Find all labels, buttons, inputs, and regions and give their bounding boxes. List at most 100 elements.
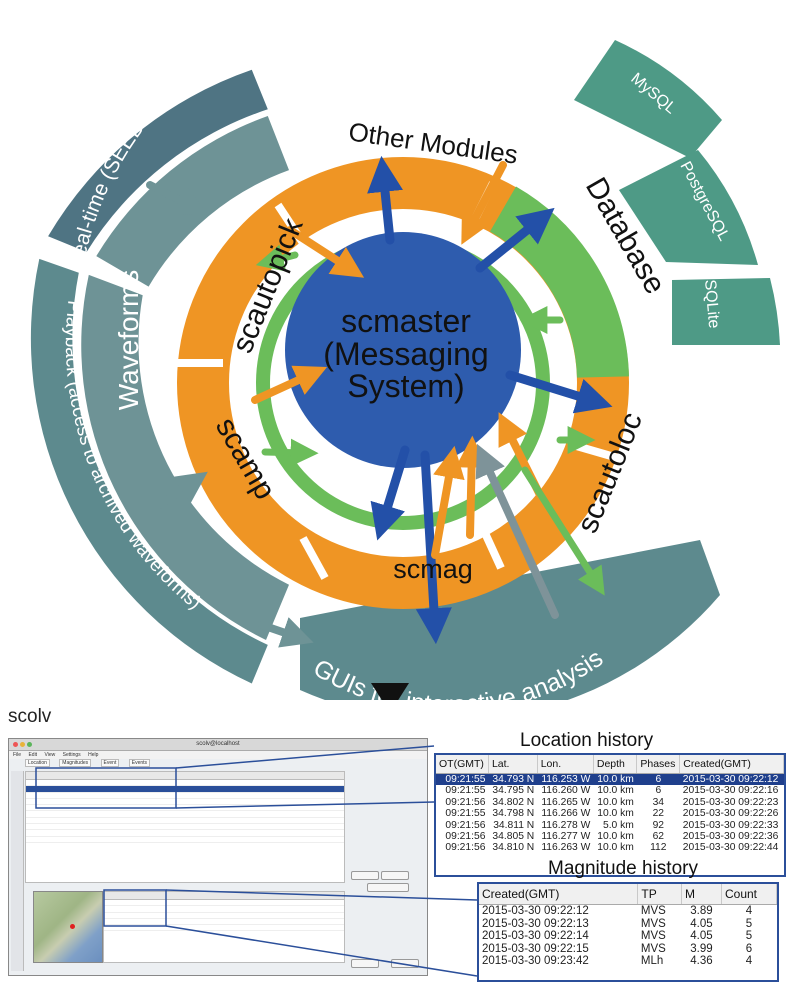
cell-lat: 34.811 N (493, 819, 535, 831)
event-map[interactable] (33, 891, 103, 963)
col-phases[interactable]: Phases (636, 755, 681, 774)
cell-lon: 116.266 W (541, 808, 591, 820)
cell-depth: 10.0 km (597, 785, 634, 797)
cell-phases: 112 (650, 842, 667, 854)
pointer-triangle (371, 683, 409, 700)
menu-view[interactable]: View (44, 752, 56, 758)
origin-info-panel (347, 771, 425, 971)
mini-row[interactable] (104, 925, 344, 932)
blue-arrows (367, 155, 613, 645)
menu-help[interactable]: Help (88, 752, 99, 758)
arrival-table-mini (25, 771, 345, 883)
panel-button[interactable] (381, 871, 409, 880)
location-history-header: OT(GMT) Lat. Lon. Depth Phases Created(G… (436, 755, 784, 774)
table-row[interactable]: 2015-03-30 09:22:14 MVS 4.05 5 (479, 930, 777, 943)
tab-event[interactable]: Event (100, 759, 120, 767)
mini-row[interactable] (104, 919, 344, 926)
table-row[interactable]: 2015-03-30 09:22:13 MVS 4.05 5 (479, 918, 777, 931)
callout-line (165, 889, 478, 901)
cell-ot: 09:21:56 (445, 842, 486, 854)
menu-bar: File Edit View Settings Help (9, 751, 427, 759)
menu-settings[interactable]: Settings (62, 752, 81, 758)
tab-magnitudes[interactable]: Magnitudes (59, 759, 92, 767)
panel-button[interactable] (367, 883, 409, 892)
cell-depth: 5.0 km (602, 819, 634, 831)
table-row[interactable]: 09:21:55 34.798 N 116.266 W 10.0 km 22 2… (436, 808, 784, 819)
mini-row[interactable] (104, 900, 344, 907)
window-titlebar: scolv@localhost (9, 739, 427, 751)
mini-table-header (26, 772, 344, 780)
table-row[interactable]: 09:21:55 34.795 N 116.260 W 10.0 km 6 20… (436, 785, 784, 796)
tab-events[interactable]: Events (128, 759, 151, 767)
col-magnitude[interactable]: M (681, 884, 722, 905)
teal-arrows (146, 181, 314, 648)
panel-button[interactable] (351, 959, 379, 968)
table-row[interactable]: 09:21:56 34.811 N 116.278 W 5.0 km 92 20… (436, 820, 784, 831)
minimize-icon[interactable] (20, 742, 25, 747)
magnitude-history-title: Magnitude history (548, 858, 698, 879)
col-lat[interactable]: Lat. (488, 755, 538, 774)
mini-row[interactable] (26, 837, 344, 843)
mini-row[interactable] (104, 906, 344, 913)
green-arrows (255, 244, 605, 596)
cell-type: MVS (640, 905, 666, 917)
mini-row[interactable] (26, 824, 344, 831)
mini-row[interactable] (26, 780, 344, 787)
cell-lon: 116.265 W (541, 796, 591, 808)
tab-location[interactable]: Location (25, 759, 50, 767)
cell-ot: 09:21:56 (445, 819, 486, 831)
cell-type: MVS (640, 930, 666, 942)
cell-lon: 116.253 W (537, 773, 594, 786)
cell-phases: 6 (655, 785, 662, 797)
col-depth[interactable]: Depth (593, 755, 638, 774)
table-row[interactable]: 09:21:56 34.802 N 116.265 W 10.0 km 34 2… (436, 797, 784, 808)
table-row[interactable]: 2015-03-30 09:23:42 MLh 4.36 4 (479, 955, 777, 968)
cell-lon: 116.260 W (541, 785, 591, 797)
cell-lon: 116.277 W (541, 831, 591, 843)
mini-row[interactable] (26, 805, 344, 812)
scmaster-core (285, 232, 521, 468)
maximize-icon[interactable] (27, 742, 32, 747)
col-lon[interactable]: Lon. (537, 755, 594, 774)
menu-file[interactable]: File (13, 752, 22, 758)
mini-row[interactable] (26, 830, 344, 837)
cell-created: 2015-03-30 09:22:15 (482, 942, 589, 955)
tab-bar: Location Magnitudes Event Events (9, 759, 427, 767)
cell-ot: 09:21:56 (445, 831, 486, 843)
cell-depth: 10.0 km (597, 831, 634, 843)
table-row[interactable]: 09:21:56 34.810 N 116.263 W 10.0 km 112 … (436, 842, 784, 853)
cell-type: MVS (640, 917, 666, 930)
table-row[interactable]: 2015-03-30 09:22:12 MVS 3.89 4 (479, 905, 777, 918)
cell-lon: 116.278 W (541, 819, 591, 831)
cell-depth: 10.0 km (597, 796, 634, 808)
table-row[interactable]: 09:21:55 34.793 N 116.253 W 10.0 km 6 20… (436, 773, 784, 786)
cell-lat: 34.810 N (492, 842, 535, 854)
cell-lat: 34.805 N (492, 831, 535, 843)
sqlite-label: SQLite (701, 279, 722, 329)
col-created[interactable]: Created(GMT) (479, 884, 639, 905)
callout-line (175, 745, 435, 769)
table-row[interactable]: 2015-03-30 09:22:15 MVS 3.99 6 (479, 943, 777, 956)
mini-row[interactable] (26, 793, 344, 799)
mini-row[interactable] (104, 913, 344, 919)
close-icon[interactable] (13, 742, 18, 747)
mini-row[interactable] (26, 811, 344, 818)
col-created[interactable]: Created(GMT) (679, 755, 784, 774)
panel-button[interactable] (391, 959, 419, 968)
col-ot[interactable]: OT(GMT) (436, 755, 489, 774)
menu-edit[interactable]: Edit (28, 752, 38, 758)
mini-row[interactable] (26, 799, 344, 806)
panel-button[interactable] (351, 871, 379, 880)
cell-created: 2015-03-30 09:22:36 (682, 831, 779, 843)
magnitude-history-header: Created(GMT) TP M Count (479, 884, 778, 905)
core-label-line1: scmaster (341, 303, 471, 339)
cell-depth: 10.0 km (597, 842, 634, 854)
cell-depth: 10.0 km (593, 773, 637, 786)
table-row[interactable]: 09:21:56 34.805 N 116.277 W 10.0 km 62 2… (436, 831, 784, 842)
col-count[interactable]: Count (721, 884, 778, 905)
mini-row[interactable] (26, 818, 344, 825)
cell-count: 4 (745, 955, 753, 967)
mini-row[interactable] (26, 786, 344, 793)
col-type[interactable]: TP (637, 884, 682, 905)
cell-lat: 34.798 N (492, 808, 535, 820)
